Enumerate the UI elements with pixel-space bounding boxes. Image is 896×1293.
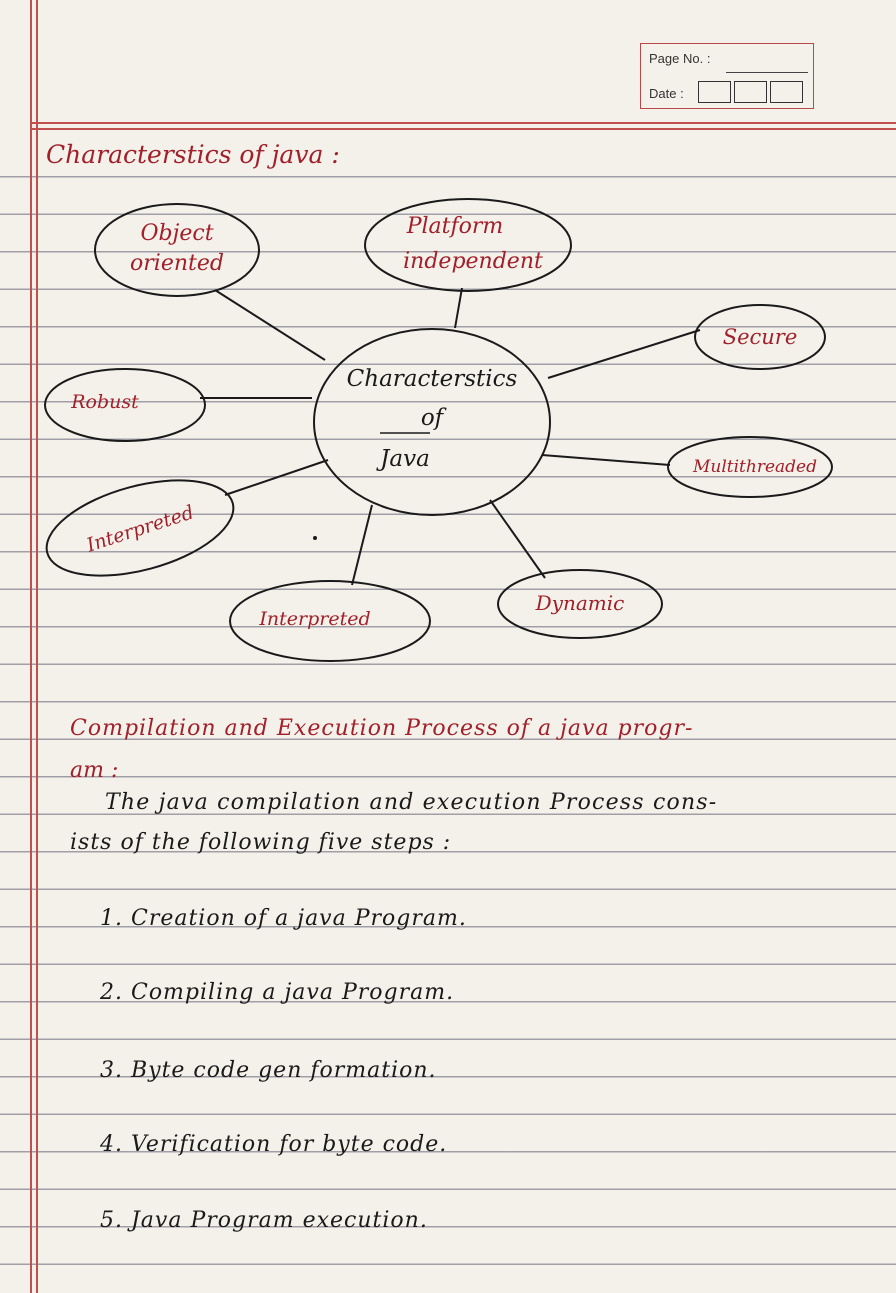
step-item: 2. Compiling a java Program. [100, 980, 455, 1005]
node-robust [44, 368, 206, 442]
connector-secure [547, 329, 701, 379]
intro-line2: ists of the following five steps : [70, 830, 452, 855]
section2-title-line1: Compilation and Execution Process of a j… [70, 716, 694, 741]
step-item: 4. Verification for byte code. [100, 1132, 448, 1157]
connector-dynamic [489, 499, 546, 579]
ink-dot [313, 536, 317, 540]
center-label-line3: Java [376, 446, 430, 472]
top-rule-inner [30, 128, 896, 130]
margin-line-left [30, 0, 32, 1293]
intro-line1: The java compilation and execution Proce… [105, 790, 718, 815]
connector-object-oriented [214, 289, 326, 361]
node-interpreted-left [45, 479, 235, 577]
node-multithreaded [667, 436, 833, 498]
connector-interpreted-bottom [351, 504, 373, 586]
node-dynamic [497, 569, 663, 639]
connector-multithreaded [541, 454, 671, 466]
object-oriented-line2: oriented [130, 251, 224, 276]
page-no-line [726, 72, 808, 73]
date-cell [770, 81, 803, 103]
node-interpreted-bottom [229, 580, 431, 662]
center-label-line1: Characterstics [347, 366, 518, 392]
secure-label: Secure [723, 325, 798, 349]
center-ellipse [313, 328, 551, 516]
characteristics-diagram: Characterstics of Java Object oriented P… [44, 198, 833, 662]
step-item: 5. Java Program execution. [100, 1208, 428, 1233]
multithreaded-label: Multithreaded [692, 457, 817, 477]
node-platform-independent [364, 198, 572, 292]
step-item: 1. Creation of a java Program. [100, 906, 467, 931]
step-item: 3. Byte code gen formation. [100, 1058, 437, 1083]
section1-title: Characterstics of java : [46, 140, 340, 169]
interpreted-bottom-label: Interpreted [258, 608, 370, 630]
top-rule [30, 122, 896, 124]
connector-interpreted-left [224, 459, 329, 496]
robust-label: Robust [70, 391, 139, 413]
platform-independent-line2: independent [403, 249, 543, 274]
date-cell [734, 81, 767, 103]
interpreted-left-label: Interpreted [83, 501, 197, 557]
margin-line-left-inner [36, 0, 38, 1293]
connector-platform-independent [454, 287, 463, 329]
center-label-line2: of [421, 405, 447, 431]
date-label: Date : [649, 86, 684, 101]
dynamic-label: Dynamic [535, 591, 625, 615]
page-date-box: Page No. : Date : [640, 43, 814, 109]
node-object-oriented [94, 203, 260, 297]
section2-title-line2: am : [70, 758, 119, 783]
platform-independent-line1: Platform [406, 214, 504, 239]
page-no-label: Page No. : [649, 51, 711, 66]
date-cell [698, 81, 731, 103]
object-oriented-line1: Object [140, 221, 213, 246]
node-secure [694, 304, 826, 370]
